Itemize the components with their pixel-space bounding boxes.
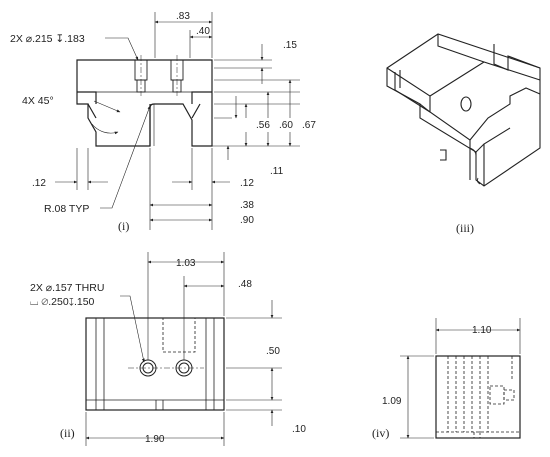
dim-38: .38 [240, 200, 254, 211]
view-label-iv: (iv) [372, 426, 389, 440]
dim-12-right: .12 [240, 178, 254, 189]
dim-12-left: .12 [32, 178, 46, 189]
dim-11: .11 [270, 166, 284, 177]
dim-103: 1.03 [176, 258, 196, 269]
chamfer-callout: 4X 45° [22, 95, 54, 107]
dim-90: .90 [240, 215, 254, 226]
hole-callout-top-2: ⌴ ⌀.250↧.150 [30, 296, 95, 308]
view-iv-side [435, 355, 521, 439]
dim-67: .67 [302, 120, 316, 131]
view-iii-isometric [386, 33, 541, 187]
front-hole-features [134, 59, 184, 93]
dim-56: .56 [256, 120, 270, 131]
view-label-iii: (iii) [456, 221, 474, 235]
view-i-front [76, 55, 213, 147]
view-i-labels: 2X ⌀.215 ↧.183 4X 45° R.08 TYP .83 .40 .… [10, 11, 316, 233]
dim-40: .40 [196, 26, 210, 37]
view-ii-labels: 2X ⌀.157 THRU ⌴ ⌀.250↧.150 1.03 .48 .50 … [30, 258, 306, 445]
view-ii-top [85, 317, 225, 411]
view-iv-labels: 1.10 1.09 (iv) [372, 325, 492, 440]
hole-callout-top-1: 2X ⌀.157 THRU [30, 282, 104, 294]
view-label-ii: (ii) [60, 426, 75, 440]
top-outline [85, 317, 225, 411]
view-ii-dimensions [85, 252, 282, 446]
dim-60: .60 [279, 120, 293, 131]
dim-109: 1.09 [382, 396, 402, 407]
side-outline [435, 355, 521, 439]
dim-10: .10 [292, 424, 306, 435]
dim-110: 1.10 [472, 325, 492, 336]
radius-callout: R.08 TYP [44, 203, 89, 215]
hole-callout-front: 2X ⌀.215 ↧.183 [10, 33, 85, 45]
dim-50: .50 [266, 346, 280, 357]
dim-83: .83 [176, 11, 190, 22]
dim-190: 1.90 [145, 434, 165, 445]
view-i-dimensions [55, 12, 300, 230]
view-label-i: (i) [118, 219, 129, 233]
channel-chamfers [77, 91, 212, 119]
view-iv-dimensions [400, 318, 521, 439]
front-profile [76, 59, 213, 147]
dim-48: .48 [238, 279, 252, 290]
dim-15: .15 [283, 40, 297, 51]
